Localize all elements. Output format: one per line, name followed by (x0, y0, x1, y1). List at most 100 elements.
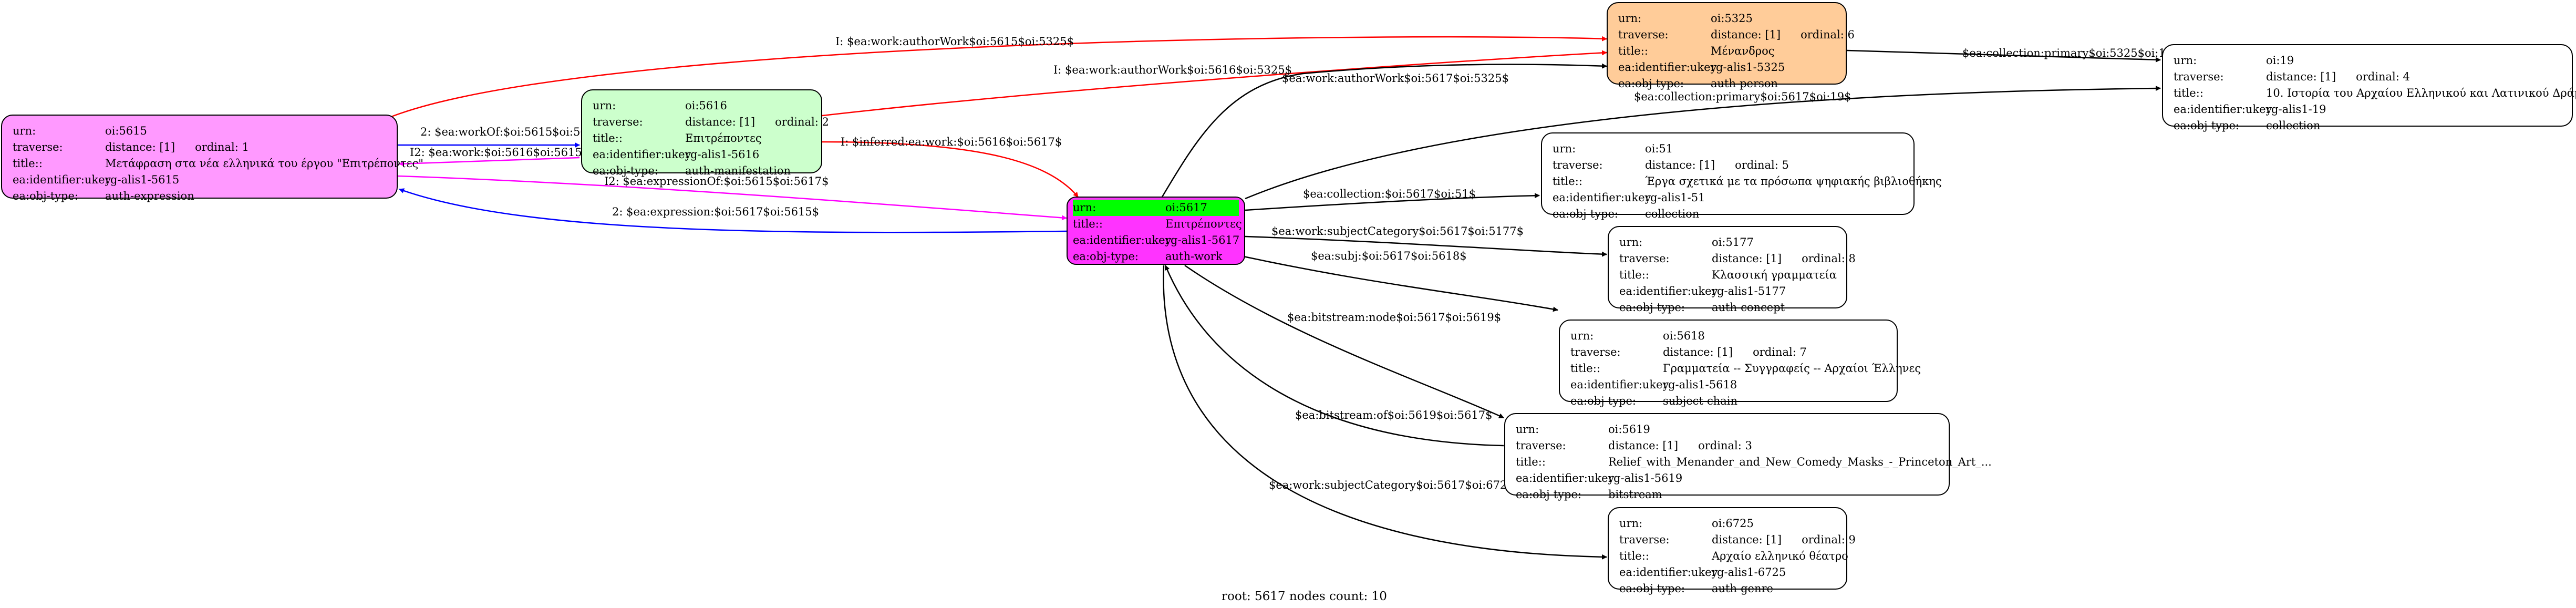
ordinal-value: ordinal: 6 (1801, 28, 1855, 41)
objtype-value: auth-person (1711, 77, 1778, 90)
edge-label-5325-19: $ea:collection:primary$oi:5325$oi:19$ (1962, 47, 2179, 59)
objtype-label: ea:obj-type: (1619, 582, 1685, 595)
node-5325[interactable]: urn:oi:5325 traverse:distance: [1]ordina… (1607, 2, 1855, 90)
root-node-5617[interactable]: urn:oi:5617 title::Επιτρέποντες ea:ident… (1067, 197, 1245, 265)
urn-value: oi:5617 (1165, 201, 1207, 214)
edge-5619-5617 (1164, 265, 1504, 447)
ukey-value: rg-alis1-19 (2266, 103, 2326, 116)
urn-value: oi:5615 (105, 125, 147, 137)
edge-5617-5619 (1184, 264, 1504, 419)
edge-label-5617-5618: $ea:subj:$oi:5617$oi:5618$ (1311, 250, 1467, 262)
distance-value: distance: [1] (1608, 439, 1679, 452)
ukey-value: rg-alis1-5617 (1165, 234, 1240, 246)
ukey-label: ea:identifier:ukey (1553, 191, 1651, 204)
ukey-label: ea:identifier:ukey (1619, 285, 1718, 297)
ordinal-value: ordinal: 1 (195, 141, 249, 153)
edge-5617-19 (1245, 86, 2161, 200)
title-value: Επιτρέποντες (1165, 218, 1242, 230)
title-value: Μετάφραση στα νέα ελληνικά του έργου "Επ… (105, 157, 423, 170)
title-label: title:: (1618, 45, 1648, 57)
edge-label-5615-5617: I2: $ea:expressionOf:$oi:5615$oi:5617$ (604, 175, 829, 188)
urn-value: oi:19 (2266, 54, 2294, 67)
edge-label-5617-19: $ea:collection:primary$oi:5617$oi:19$ (1634, 90, 1851, 103)
urn-label: urn: (1619, 236, 1643, 249)
urn-value: oi:5619 (1608, 423, 1650, 436)
urn-label: urn: (1619, 517, 1643, 530)
urn-value: oi:5325 (1711, 12, 1753, 25)
ukey-value: rg-alis1-5615 (105, 173, 180, 186)
title-value: Relief_with_Menander_and_New_Comedy_Mask… (1608, 456, 1992, 468)
objtype-value: auth-manifestation (685, 164, 791, 177)
urn-label: urn: (1618, 12, 1642, 25)
edge-5325-19 (1846, 49, 2161, 63)
traverse-label: traverse: (1619, 533, 1670, 546)
urn-label: urn: (593, 99, 616, 112)
distance-value: distance: [1] (2266, 70, 2336, 83)
objtype-label: ea:obj-type: (1553, 208, 1618, 220)
ukey-value: rg-alis1-5616 (685, 148, 760, 161)
title-value: Γραμματεία -- Συγγραφείς -- Αρχαίοι Έλλη… (1663, 362, 1921, 375)
traverse-label: traverse: (1619, 252, 1670, 265)
objtype-label: ea:obj-type: (2174, 119, 2239, 132)
edge-5617-51 (1245, 193, 1540, 211)
node-5618[interactable]: urn:oi:5618 traverse:distance: [1]ordina… (1559, 320, 1921, 407)
edge-5616-5325 (822, 50, 1607, 117)
title-label: title:: (1619, 269, 1649, 281)
title-value: Κλασσική γραμματεία (1712, 269, 1837, 281)
node-6725[interactable]: urn:oi:6725 traverse:distance: [1]ordina… (1608, 507, 1856, 595)
edge-5616-5617-inferred (822, 141, 1079, 198)
ukey-value: rg-alis1-5177 (1712, 285, 1786, 297)
node-5619[interactable]: urn:oi:5619 traverse:distance: [1]ordina… (1504, 413, 1992, 501)
node-5616[interactable]: urn:oi:5616 traverse:distance: [1]ordina… (581, 89, 829, 177)
edge-5617-5618 (1224, 251, 1558, 312)
edge-label-5616-5615: I2: $ea:work:$oi:5616$oi:5615$ (410, 146, 589, 159)
ordinal-value: ordinal: 2 (775, 116, 829, 128)
distance-value: distance: [1] (1663, 346, 1733, 358)
graph-footer-caption: root: 5617 nodes count: 10 (1222, 590, 1387, 603)
ukey-label: ea:identifier:ukey (1618, 61, 1717, 74)
node-5615[interactable]: urn:oi:5615 traverse:distance: [1]ordina… (1, 115, 423, 202)
ukey-value: rg-alis1-6725 (1712, 566, 1786, 579)
ordinal-value: ordinal: 8 (1802, 252, 1856, 265)
traverse-label: traverse: (1516, 439, 1566, 452)
node-5177[interactable]: urn:oi:5177 traverse:distance: [1]ordina… (1608, 226, 1856, 314)
title-label: title:: (593, 132, 623, 145)
edge-label-5617-6725: $ea:work:subjectCategory$oi:5617$oi:6725… (1269, 479, 1521, 491)
title-label: title:: (2174, 87, 2203, 99)
edge-5617-6725 (1163, 265, 1607, 560)
ukey-value: rg-alis1-5619 (1608, 472, 1683, 485)
objtype-value: collection (2266, 119, 2321, 132)
urn-value: oi:51 (1645, 142, 1673, 155)
traverse-label: traverse: (593, 116, 643, 128)
urn-value: oi:5177 (1712, 236, 1754, 249)
title-label: title:: (13, 157, 43, 170)
node-19[interactable]: urn:oi:19 traverse:distance: [1]ordinal:… (2162, 44, 2576, 132)
ukey-label: ea:identifier:ukey (13, 173, 111, 186)
objtype-label: ea:obj-type: (1618, 77, 1684, 90)
ukey-label: ea:identifier:ukey (1619, 566, 1718, 579)
edge-5615-5325 (388, 36, 1607, 119)
edge-label-5616-5617: I: $inferred:ea:work:$oi:5616$oi:5617$ (841, 136, 1062, 148)
traverse-label: traverse: (1553, 159, 1603, 171)
ukey-value: rg-alis1-5325 (1711, 61, 1785, 74)
ukey-value: rg-alis1-5618 (1663, 378, 1737, 391)
edge-label-5617-5615: 2: $ea:expression:$oi:5617$oi:5615$ (612, 205, 819, 218)
title-value: 10. Ιστορία του Αρχαίου Ελληνικού και Λα… (2266, 87, 2576, 99)
traverse-label: traverse: (13, 141, 63, 153)
edge-5617-5615 (399, 188, 1067, 233)
objtype-label: ea:obj-type: (1570, 395, 1636, 407)
edge-5617-5325 (1160, 63, 1607, 199)
distance-value: distance: [1] (1712, 533, 1782, 546)
objtype-label: ea:obj-type: (1073, 250, 1139, 263)
ordinal-value: ordinal: 3 (1698, 439, 1752, 452)
objtype-label: ea:obj-type: (13, 190, 78, 202)
objtype-value: auth-genre (1712, 582, 1773, 595)
title-value: Έργα σχετικά με τα πρόσωπα ψηφιακής βιβλ… (1645, 175, 1942, 188)
urn-label: urn: (1553, 142, 1576, 155)
objtype-value: auth-concept (1712, 301, 1785, 314)
edge-label-5617-5177: $ea:work:subjectCategory$oi:5617$oi:5177… (1271, 225, 1524, 238)
node-51[interactable]: urn:oi:51 traverse:distance: [1]ordinal:… (1541, 132, 1942, 220)
ukey-label: ea:identifier:ukey (1073, 234, 1172, 246)
